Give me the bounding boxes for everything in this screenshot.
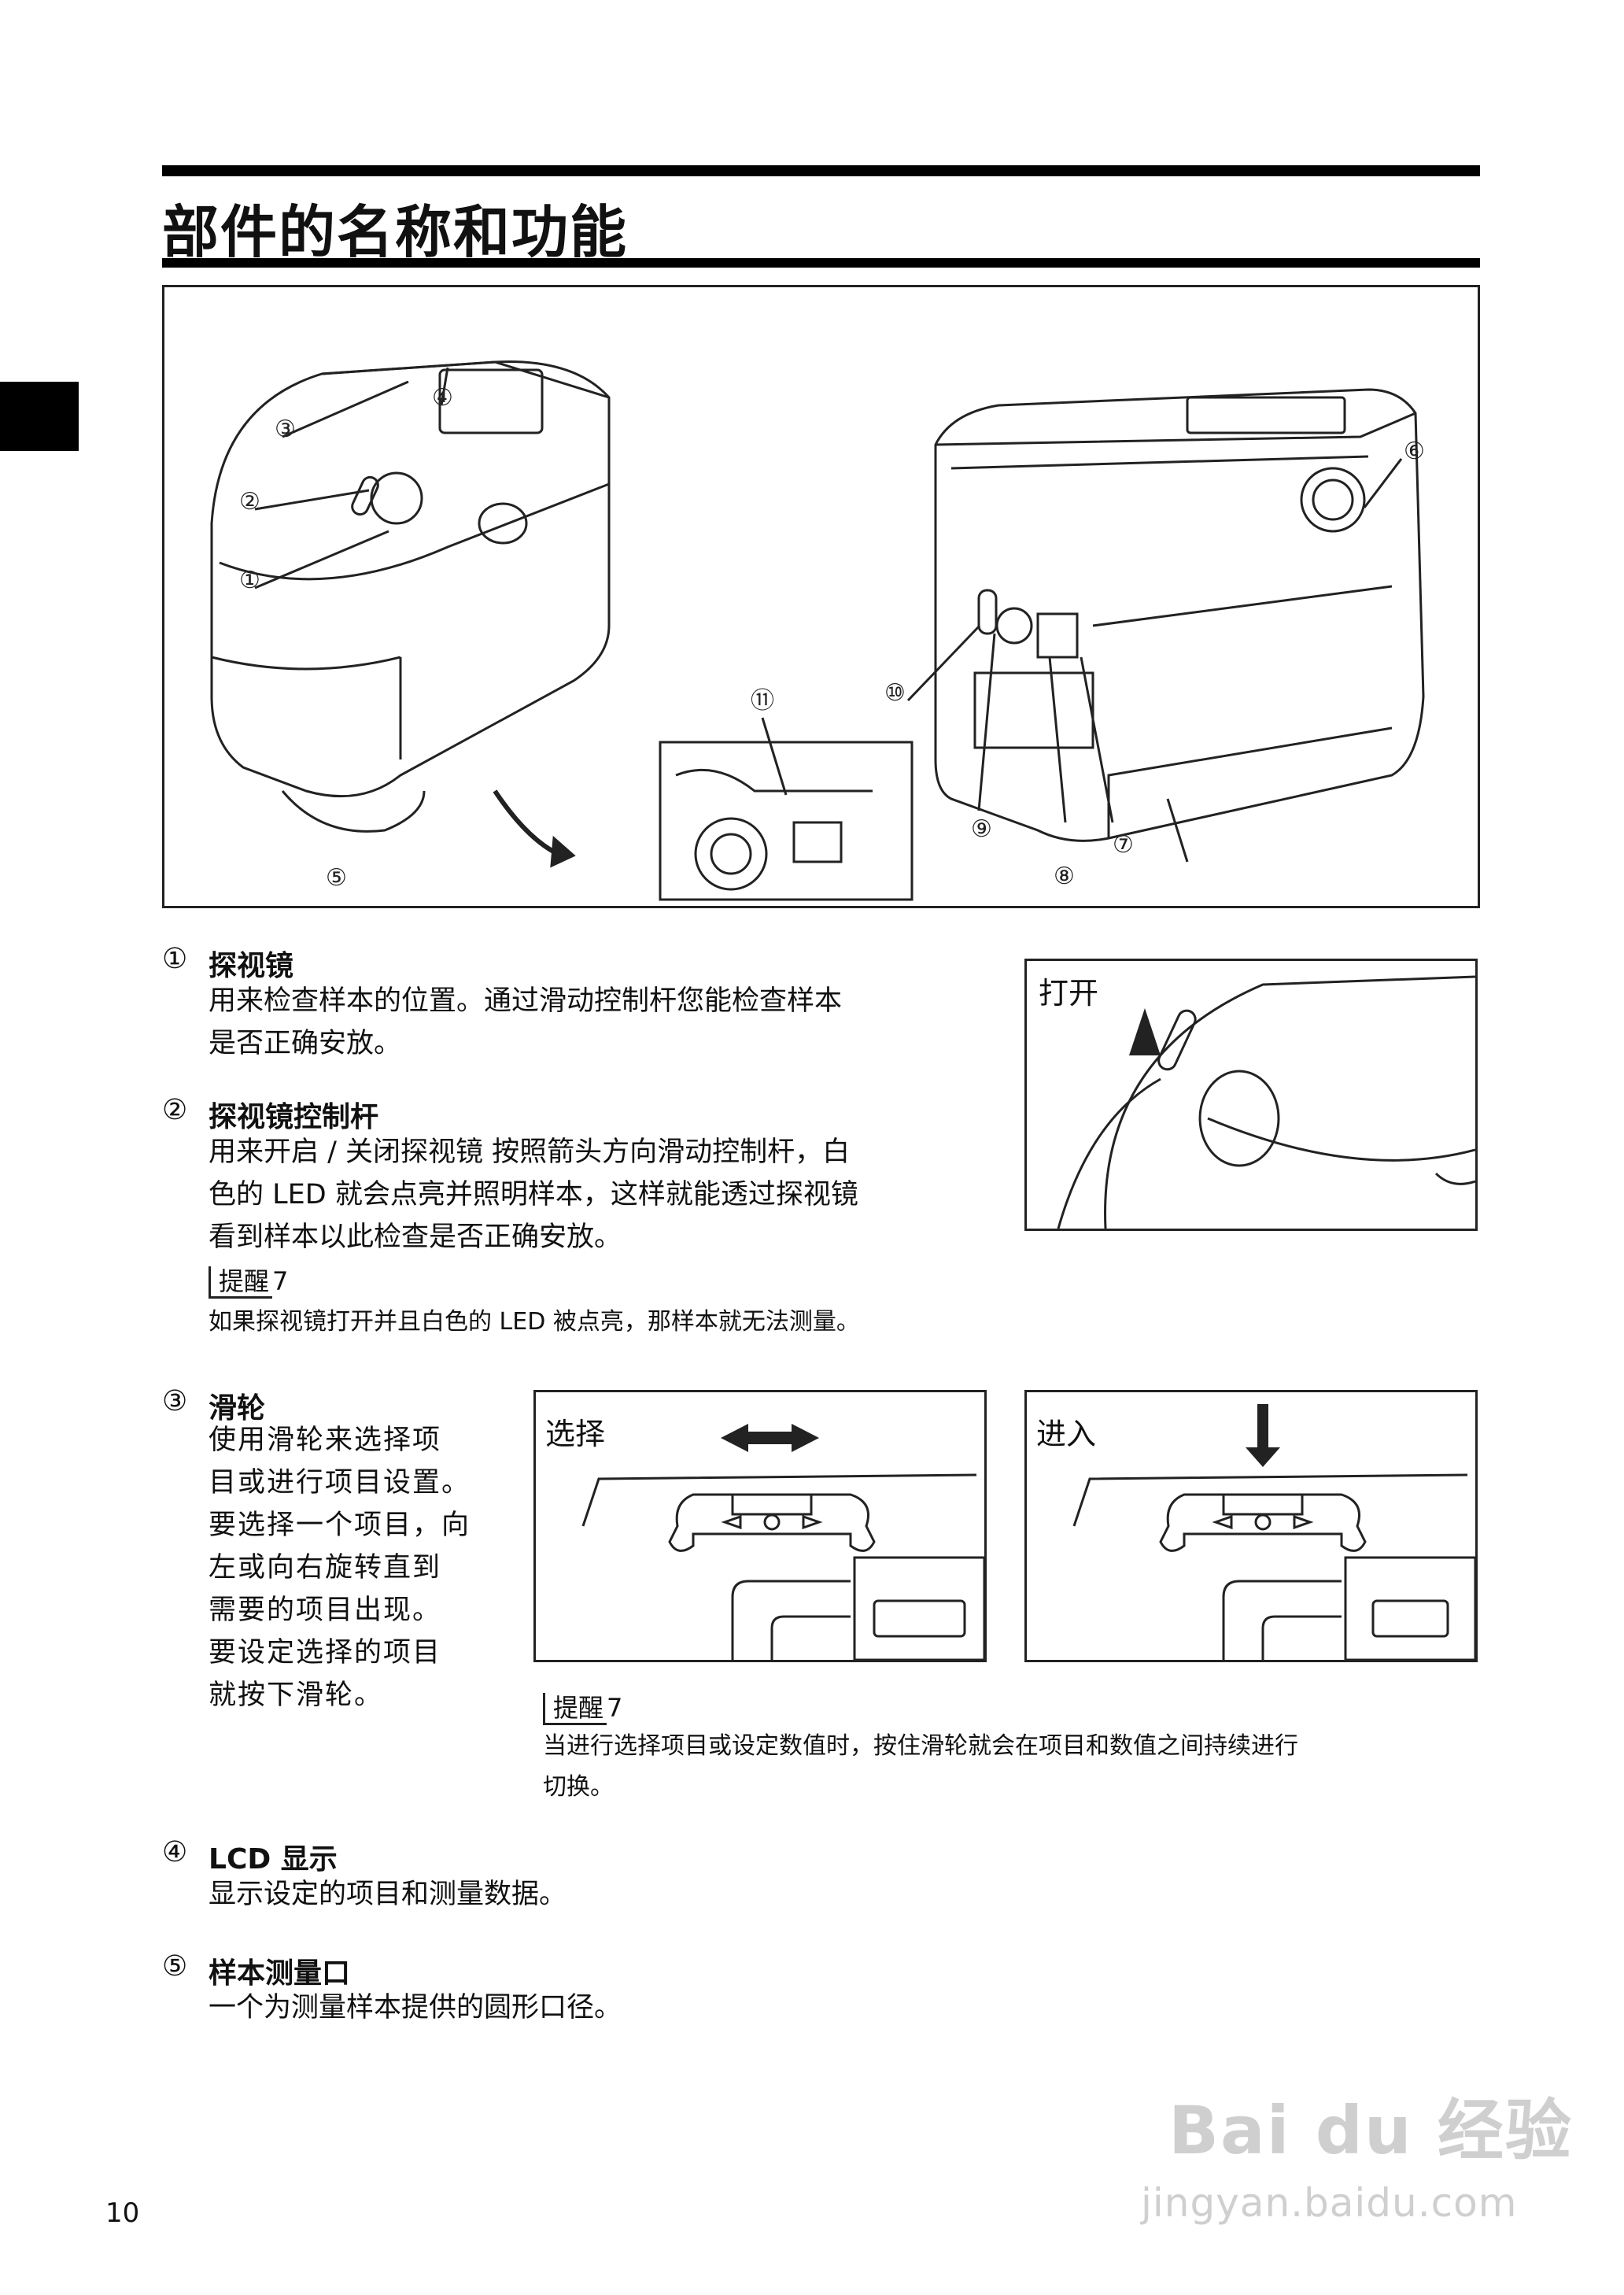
- item-4-number: ④: [162, 1836, 188, 1868]
- item-2-line-3: 看到样本以此检查是否正确安放。: [209, 1221, 622, 1253]
- device-illustration: ① ② ③ ④ ⑤ ⑥ ⑦ ⑧ ⑨ ⑩ ⑪: [210, 360, 1425, 901]
- enter-label: 进入: [1036, 1417, 1097, 1451]
- item-3-number: ③: [162, 1385, 188, 1417]
- open-label: 打开: [1039, 976, 1099, 1011]
- item-1-line-2: 是否正确安放。: [209, 1028, 402, 1059]
- item-3-line-1: 使用滑轮来选择项: [209, 1425, 442, 1456]
- item-1-line-1: 用来检查样本的位置。通过滑动控制杆您能检查样本: [209, 985, 843, 1017]
- page-title: 部件的名称和功能: [162, 199, 629, 265]
- item-1-heading: 探视镜: [209, 950, 294, 982]
- item-4-body: 显示设定的项目和测量数据。: [209, 1879, 567, 1910]
- baidu-watermark-url: jingyan.baidu.com: [1141, 2180, 1518, 2226]
- item-2-line-2: 色的 LED 就会点亮并照明样本，这样就能透过探视镜: [209, 1179, 858, 1210]
- title-bottom-rule: [162, 258, 1480, 268]
- item-1-body: 用来检查样本的位置。通过滑动控制杆您能检查样本 是否正确安放。: [209, 980, 842, 1065]
- callout-10: ⑩: [884, 679, 906, 707]
- item-3-note-text: 当进行选择项目或设定数值时，按住滑轮就会在项目和数值之间持续进行 切换。: [543, 1726, 1298, 1808]
- callout-6: ⑥: [1404, 438, 1425, 465]
- callout-2: ②: [239, 488, 260, 516]
- item-2-note-label: 提醒: [209, 1266, 273, 1299]
- select-label: 选择: [545, 1417, 606, 1451]
- item-2-number: ②: [162, 1094, 188, 1126]
- callout-11: ⑪: [751, 687, 774, 715]
- item-2-line-1: 用来开启 / 关闭探视镜 按照箭头方向滑动控制杆，白: [209, 1136, 851, 1168]
- item-2-note-text: 如果探视镜打开并且白色的 LED 被点亮，那样本就无法测量。: [209, 1308, 860, 1336]
- item-4-heading: LCD 显示: [209, 1843, 338, 1876]
- item-3-line-5: 需要的项目出现。: [209, 1595, 442, 1626]
- item-3-line-4: 左或向右旋转直到: [209, 1552, 442, 1584]
- device-figure: ① ② ③ ④ ⑤ ⑥ ⑦ ⑧ ⑨ ⑩ ⑪: [162, 285, 1480, 908]
- chapter-tab-marker: [0, 382, 79, 451]
- item-3-note-line-1: 当进行选择项目或设定数值时，按住滑轮就会在项目和数值之间持续进行: [543, 1732, 1298, 1760]
- enter-wheel-illustration: [1072, 1404, 1475, 1660]
- page-number: 10: [105, 2197, 140, 2229]
- item-3-line-2: 目或进行项目设置。: [209, 1467, 471, 1499]
- item-3-line-6: 要设定选择的项目: [209, 1637, 442, 1669]
- select-wheel-inset: 选择: [533, 1390, 987, 1662]
- item-3-note-label: 提醒: [543, 1693, 607, 1725]
- title-top-rule: [162, 165, 1480, 176]
- callout-4: ④: [432, 384, 453, 412]
- item-3-line-7: 就按下滑轮。: [209, 1680, 384, 1711]
- callout-8: ⑧: [1054, 863, 1075, 890]
- callout-3: ③: [275, 416, 296, 443]
- callout-9: ⑨: [971, 815, 992, 843]
- item-1-number: ①: [162, 943, 188, 975]
- callout-7: ⑦: [1113, 831, 1134, 859]
- enter-wheel-inset: 进入: [1024, 1390, 1478, 1662]
- select-wheel-illustration: [581, 1424, 984, 1660]
- item-5-body: 一个为测量样本提供的圆形口径。: [209, 1992, 622, 2023]
- item-3-body: 使用滑轮来选择项 目或进行项目设置。 要选择一个项目，向 左或向右旋转直到 需要…: [209, 1419, 471, 1717]
- item-3-line-3: 要选择一个项目，向: [209, 1510, 471, 1541]
- item-2-body: 用来开启 / 关闭探视镜 按照箭头方向滑动控制杆，白 色的 LED 就会点亮并照…: [209, 1131, 858, 1258]
- open-lever-inset: 打开: [1024, 959, 1478, 1231]
- baidu-watermark-logo: Bai du 经验: [1168, 2092, 1573, 2169]
- callout-5: ⑤: [326, 864, 347, 892]
- callout-1: ①: [239, 567, 260, 594]
- open-lever-illustration: [1057, 975, 1475, 1229]
- item-5-heading: 样本测量口: [209, 1957, 351, 1990]
- item-5-number: ⑤: [162, 1950, 188, 1983]
- item-3-heading: 滑轮: [209, 1392, 266, 1425]
- item-3-note-line-2: 切换。: [543, 1773, 614, 1801]
- item-2-heading: 探视镜控制杆: [209, 1101, 379, 1133]
